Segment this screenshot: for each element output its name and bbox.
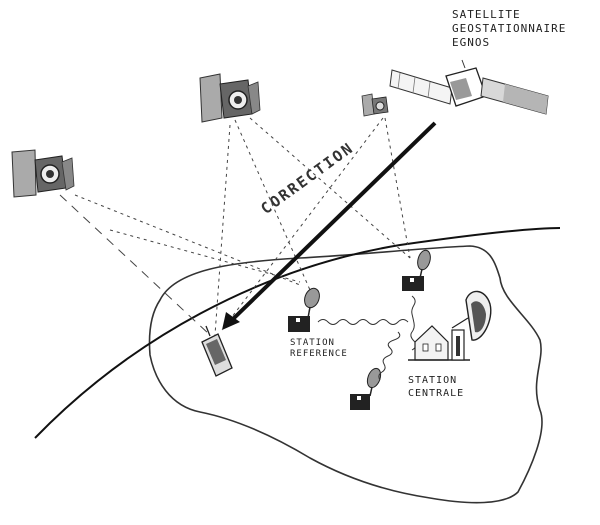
gps-receiver-icon [202, 326, 232, 376]
signal-lines [60, 118, 410, 335]
data-link-wave [379, 332, 400, 380]
signal-line [110, 230, 300, 282]
signal-line [60, 195, 210, 335]
geo-satellite-label-line: EGNOS [452, 36, 566, 50]
geostationary-satellite-icon [390, 60, 548, 114]
land-outline [149, 246, 541, 503]
geo-satellite-label-line: SATELLITE [452, 8, 566, 22]
signal-line [250, 118, 410, 258]
reference-station-icon [288, 286, 322, 332]
geo-satellite-label-line: GEOSTATIONNAIRE [452, 22, 566, 36]
geo-satellite-label: SATELLITE GEOSTATIONNAIRE EGNOS [452, 8, 566, 50]
central-station-label-line: CENTRALE [408, 387, 464, 400]
gps-satellite-icon [12, 150, 74, 197]
reference-station-label-line: STATION [290, 338, 348, 349]
reference-station-icon [350, 367, 383, 410]
gps-satellite-icon [362, 94, 388, 116]
central-station-icon [408, 291, 491, 360]
gps-satellite-icon [200, 74, 260, 122]
signal-line [222, 118, 383, 330]
signal-line [215, 125, 230, 335]
central-station-label: STATION CENTRALE [408, 374, 464, 400]
reference-station-icon [402, 249, 432, 291]
data-link-wave [318, 320, 408, 325]
signal-line [385, 118, 410, 258]
central-station-label-line: STATION [408, 374, 464, 387]
reference-station-label: STATION REFERENCE [290, 338, 348, 360]
reference-station-label-line: REFERENCE [290, 349, 348, 360]
